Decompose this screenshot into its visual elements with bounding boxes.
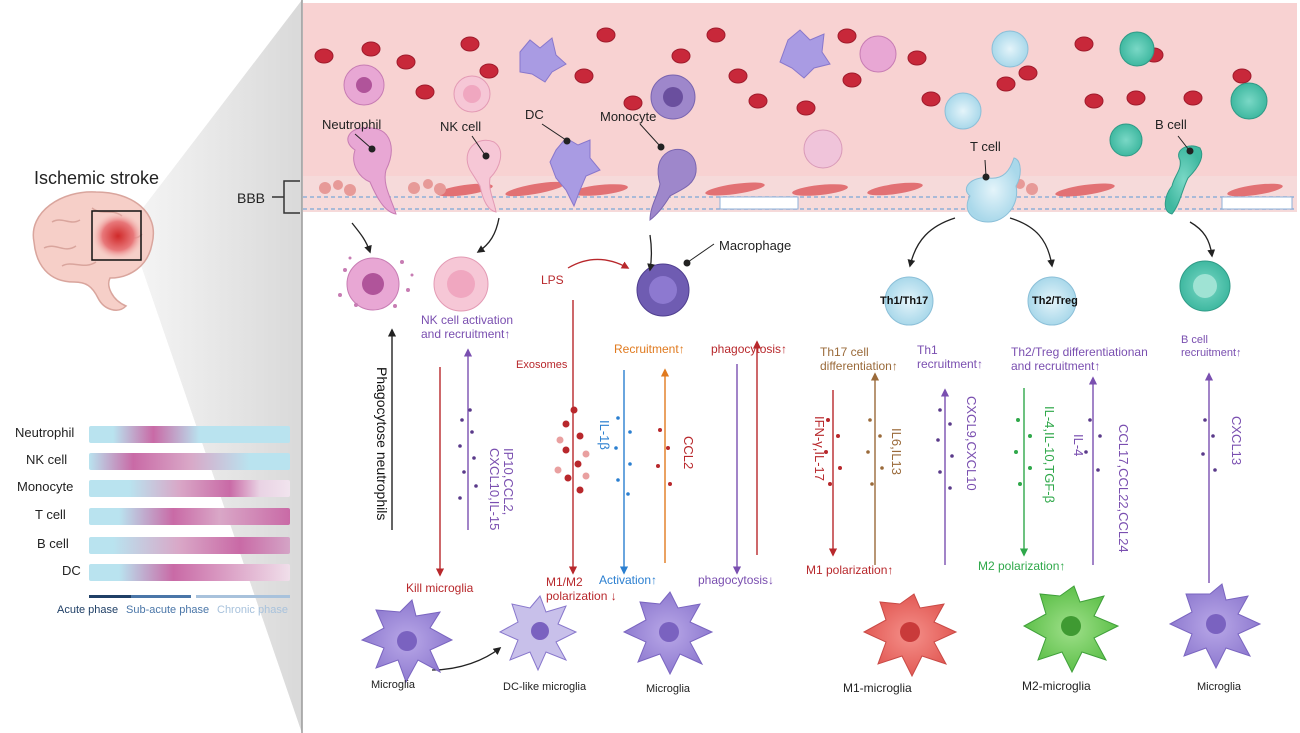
m1m2-polarization-label: M1/M2 polarization ↓: [546, 575, 617, 603]
m2-polarization-label: M2 polarization↑: [978, 559, 1066, 573]
timeline-row-label: B cell: [37, 536, 69, 551]
lps-label: LPS: [541, 273, 564, 287]
exosomes-label: Exosomes: [516, 359, 568, 371]
timeline-bar-dc: [89, 564, 290, 581]
microglia-label-2: Microglia: [646, 683, 691, 695]
timeline-row-label: Monocyte: [17, 479, 74, 494]
bbb-label: BBB: [237, 190, 266, 206]
figure-title: Ischemic stroke: [34, 168, 160, 188]
kill-microglia-label: Kill microglia: [406, 581, 474, 595]
m1-microglia-label: M1-microglia: [843, 681, 912, 695]
subacute-phase-label: Sub-acute phase: [126, 604, 210, 616]
cytokine-cxcl9-label: CXCL9,CXCL10: [964, 396, 979, 491]
cytokine-il1b-label: IL-1β: [597, 420, 612, 450]
microglia-label-3: Microglia: [1197, 681, 1242, 693]
t-cell-label: T cell: [970, 139, 1001, 154]
activation-up-label: Activation↑: [599, 573, 658, 587]
timeline-row-label: DC: [62, 563, 81, 578]
cytokine-ccl17-label: CCL17,CCL22,CCL24: [1116, 424, 1131, 553]
th17-diff-label: Th17 cell differentiation↑: [820, 345, 898, 373]
timeline-row-label: T cell: [35, 507, 66, 522]
phagocytosis-down-label: phagocytosis↓: [698, 573, 775, 587]
microglia-label-1: Microglia: [371, 679, 416, 691]
th1-recruit-label: Th1 recruitment↑: [917, 343, 984, 371]
timeline-row-label: NK cell: [26, 452, 68, 467]
macrophage-label: Macrophage: [719, 238, 792, 253]
cytokine-ccl2-label: CCL2: [681, 436, 696, 470]
chronic-phase-line: [196, 595, 290, 598]
acute-phase-line: [89, 595, 146, 598]
th2-treg-label: Th2/Treg: [1032, 295, 1078, 307]
neutrophil-label: Neutrophil: [322, 117, 382, 132]
cytokine-il4b-label: IL-4: [1071, 434, 1086, 457]
m1-polarization-label: M1 polarization↑: [806, 563, 894, 577]
recruitment-label: Recruitment↑: [614, 342, 685, 356]
timeline-bar-nk-cell: [89, 453, 290, 470]
cytokine-ifng-label: IFN-γ,IL-17: [812, 416, 827, 482]
cytokine-il6-label: IL6,IL13: [889, 428, 904, 475]
th1-th17-label: Th1/Th17: [880, 295, 929, 307]
brain-icon: [32, 191, 155, 311]
cytokine-ip10-label: IP10,CCL2, CXCL10,IL-15: [486, 448, 516, 531]
nk-cell-label: NK cell: [440, 119, 482, 134]
dc-label: DC: [525, 107, 544, 122]
b-cell-label: B cell: [1155, 117, 1187, 132]
m2-microglia-label: M2-microglia: [1022, 679, 1091, 693]
nk-activation-label: NK cell activation and recruitment↑: [421, 313, 514, 341]
cytokine-il4-label: IL-4,IL-10,TGF-β: [1042, 406, 1057, 504]
phagocytosis-up-label: phagocytosis↑: [711, 342, 788, 356]
timeline-row-label: Neutrophil: [15, 425, 75, 440]
th2-treg-diff-label: Th2/Treg differentiationan and recruitme…: [1011, 345, 1148, 373]
b-recruit-label: B cell recruitment↑: [1181, 334, 1242, 359]
subacute-phase-line: [131, 595, 191, 598]
timeline-bar-monocyte: [89, 480, 290, 497]
monocyte-label: Monocyte: [600, 109, 657, 124]
chronic-phase-label: Chronic phase: [217, 604, 288, 616]
acute-phase-label: Acute phase: [57, 604, 119, 616]
timeline-bar-b-cell: [89, 537, 290, 554]
cytokine-cxcl13-label: CXCL13: [1229, 416, 1244, 466]
dc-like-microglia-label: DC-like microglia: [503, 681, 587, 693]
timeline-bar-t-cell: [89, 508, 290, 525]
timeline-bar-neutrophil: [89, 426, 290, 443]
phagocytose-neutrophils-label: Phagocytose neutrophils: [374, 367, 390, 521]
